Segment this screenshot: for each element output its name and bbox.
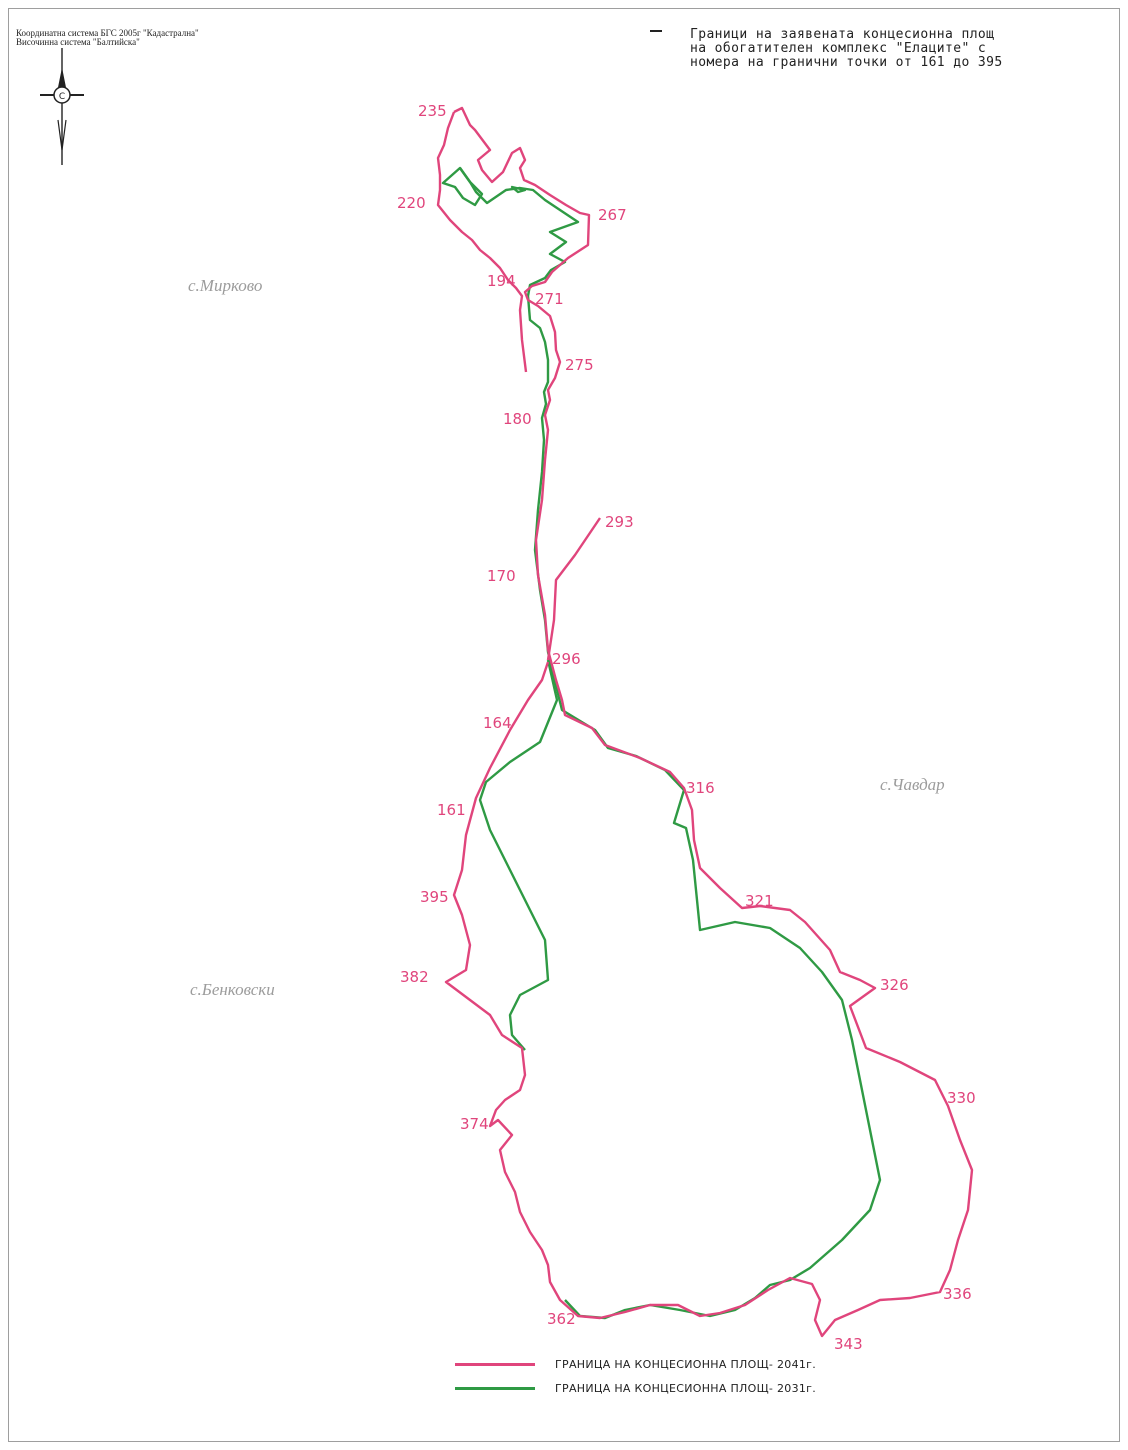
point-label: 164 bbox=[483, 714, 512, 732]
village-chavdar: с.Чавдар bbox=[880, 775, 945, 794]
point-label: 235 bbox=[418, 102, 447, 120]
height-system-text: Височинна система "Балтийска" bbox=[16, 37, 140, 47]
point-label: 374 bbox=[460, 1115, 489, 1133]
coordinate-system-text: Координатна система БГС 2005г "Кадастрал… bbox=[16, 28, 199, 38]
point-label: 220 bbox=[397, 194, 426, 212]
boundary-2041 bbox=[436, 106, 974, 1338]
point-label: 293 bbox=[605, 513, 634, 531]
point-label: 170 bbox=[487, 567, 516, 585]
point-label: 267 bbox=[598, 206, 627, 224]
point-label: 336 bbox=[943, 1285, 972, 1303]
point-label: 321 bbox=[745, 892, 774, 910]
coordinate-note: Координатна система БГС 2005г "Кадастрал… bbox=[16, 29, 199, 47]
point-label: 194 bbox=[487, 272, 516, 290]
legend-label-2041: ГРАНИЦА НА КОНЦЕСИОННА ПЛОЩ- 2041г. bbox=[555, 1357, 817, 1371]
map-title: Граници на заявената концесионна площ на… bbox=[690, 28, 1003, 70]
title-line-2: на обогатителен комплекс "Елаците" с bbox=[690, 41, 987, 56]
point-label: 275 bbox=[565, 356, 594, 374]
legend-swatch-pink bbox=[455, 1362, 535, 1366]
header-dash bbox=[650, 30, 662, 32]
legend-item-2031: ГРАНИЦА НА КОНЦЕСИОННА ПЛОЩ- 2031г. bbox=[455, 1380, 816, 1396]
village-mirkovo: с.Мирково bbox=[188, 276, 263, 295]
point-label: 326 bbox=[880, 976, 909, 994]
point-label: 395 bbox=[420, 888, 449, 906]
point-label: 330 bbox=[947, 1089, 976, 1107]
sheet-border bbox=[8, 8, 1120, 1442]
point-label: 316 bbox=[686, 779, 715, 797]
point-label: 180 bbox=[503, 410, 532, 428]
point-label: 161 bbox=[437, 801, 466, 819]
point-label: 362 bbox=[547, 1310, 576, 1328]
point-label: 382 bbox=[400, 968, 429, 986]
point-label: 343 bbox=[834, 1335, 863, 1353]
title-line-1: Граници на заявената концесионна площ bbox=[690, 27, 995, 42]
legend-swatch-green bbox=[455, 1386, 535, 1390]
title-line-3: номера на гранични точки от 161 до 395 bbox=[690, 55, 1003, 70]
north-arrow-icon: С bbox=[40, 48, 84, 165]
point-label: 296 bbox=[552, 650, 581, 668]
north-label: С bbox=[59, 92, 65, 102]
legend-item-2041: ГРАНИЦА НА КОНЦЕСИОННА ПЛОЩ- 2041г. bbox=[455, 1356, 816, 1372]
legend-label-2031: ГРАНИЦА НА КОНЦЕСИОННА ПЛОЩ- 2031г. bbox=[555, 1381, 817, 1395]
point-label: 271 bbox=[535, 290, 564, 308]
village-benkovski: с.Бенковски bbox=[190, 980, 275, 999]
boundary-2031 bbox=[441, 166, 882, 1320]
